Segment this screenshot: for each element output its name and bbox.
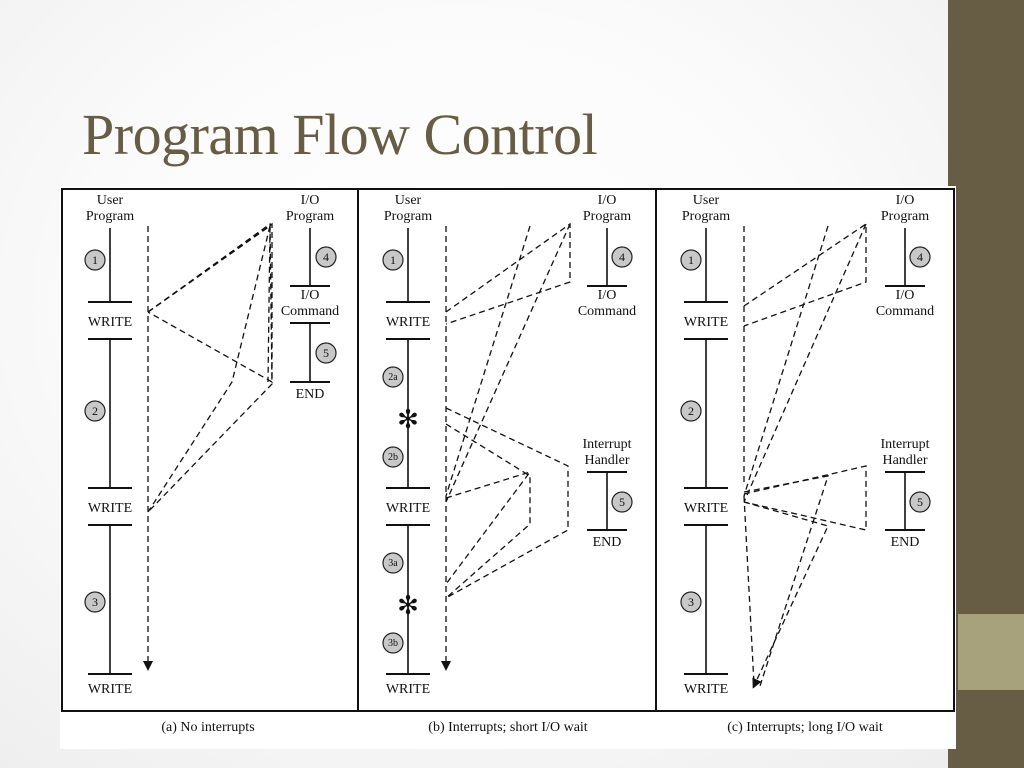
caption-long-io-wait: (c) Interrupts; long I/O wait <box>727 720 883 735</box>
io-command-label: I/O <box>301 288 320 303</box>
step-marker <box>680 400 702 422</box>
caption-short-io-wait: (b) Interrupts; short I/O wait <box>428 720 588 735</box>
step-marker <box>315 342 337 364</box>
step-marker <box>382 249 404 271</box>
column-heading-program: Program <box>881 209 929 224</box>
step-marker <box>84 249 106 271</box>
step-number: 1 <box>688 253 694 267</box>
io-command-label: Command <box>281 304 339 319</box>
step-number: 4 <box>917 250 923 264</box>
panel-no-interrupts: User Program WRITE WRITE WRITE 1 2 3 I/O… <box>84 193 339 697</box>
step-number: 4 <box>323 250 329 264</box>
interrupt-star-icon: ✻ <box>397 405 419 435</box>
write-label: WRITE <box>386 501 430 516</box>
step-marker <box>909 246 931 268</box>
write-label: WRITE <box>386 682 430 697</box>
column-heading-program: Program <box>286 209 334 224</box>
step-marker <box>382 446 404 468</box>
column-heading-io: I/O <box>301 193 320 208</box>
column-heading-program: Program <box>682 209 730 224</box>
interrupt-label: Interrupt <box>881 437 930 452</box>
step-marker <box>315 246 337 268</box>
write-label: WRITE <box>684 315 728 330</box>
step-number: 4 <box>619 250 625 264</box>
io-command-label: Command <box>578 304 636 319</box>
column-heading-io: I/O <box>896 193 915 208</box>
step-number: 3 <box>688 595 694 609</box>
figure-frame <box>61 188 955 712</box>
write-label: WRITE <box>88 501 132 516</box>
step-marker <box>382 366 404 388</box>
end-label: END <box>296 387 325 402</box>
program-flow-figure: User Program WRITE WRITE WRITE 1 2 3 I/O… <box>60 186 956 749</box>
step-marker <box>611 246 633 268</box>
step-number: 3 <box>92 595 98 609</box>
column-heading-user: User <box>97 193 124 208</box>
column-heading-program: Program <box>86 209 134 224</box>
step-number: 5 <box>619 495 625 509</box>
column-heading-program: Program <box>583 209 631 224</box>
interrupt-star-icon: ✻ <box>397 591 419 621</box>
column-heading-io: I/O <box>598 193 617 208</box>
column-heading-user: User <box>693 193 720 208</box>
step-number: 5 <box>917 495 923 509</box>
step-marker <box>84 400 106 422</box>
step-marker <box>909 491 931 513</box>
slide-sidebar-accent <box>958 614 1024 690</box>
write-label: WRITE <box>386 315 430 330</box>
caption-no-interrupts: (a) No interrupts <box>161 720 254 735</box>
column-heading-program: Program <box>384 209 432 224</box>
interrupt-label: Interrupt <box>583 437 632 452</box>
step-marker <box>382 552 404 574</box>
step-marker <box>84 591 106 613</box>
end-label: END <box>891 535 920 550</box>
handler-label: Handler <box>882 453 927 468</box>
step-number: 2 <box>92 404 98 418</box>
write-label: WRITE <box>88 315 132 330</box>
end-label: END <box>593 535 622 550</box>
step-marker <box>611 491 633 513</box>
panel-short-io-wait: User Program WRITE WRITE WRITE 1 2a ✻ 2b… <box>382 193 636 697</box>
panel-long-io-wait: User Program WRITE WRITE WRITE 1 2 3 I/O… <box>680 193 934 697</box>
step-number: 2 <box>688 404 694 418</box>
step-marker <box>680 249 702 271</box>
step-number: 5 <box>323 346 329 360</box>
io-command-label: Command <box>876 304 934 319</box>
step-marker <box>680 591 702 613</box>
step-number: 2a <box>388 372 398 383</box>
io-command-label: I/O <box>598 288 617 303</box>
step-number: 3b <box>388 638 398 649</box>
slide-title: Program Flow Control <box>82 102 598 167</box>
step-marker <box>382 632 404 654</box>
column-heading-user: User <box>395 193 422 208</box>
io-command-label: I/O <box>896 288 915 303</box>
step-number: 1 <box>92 253 98 267</box>
write-label: WRITE <box>88 682 132 697</box>
step-number: 3a <box>388 558 398 569</box>
step-number: 2b <box>388 452 398 463</box>
handler-label: Handler <box>584 453 629 468</box>
step-number: 1 <box>390 253 396 267</box>
write-label: WRITE <box>684 501 728 516</box>
write-label: WRITE <box>684 682 728 697</box>
